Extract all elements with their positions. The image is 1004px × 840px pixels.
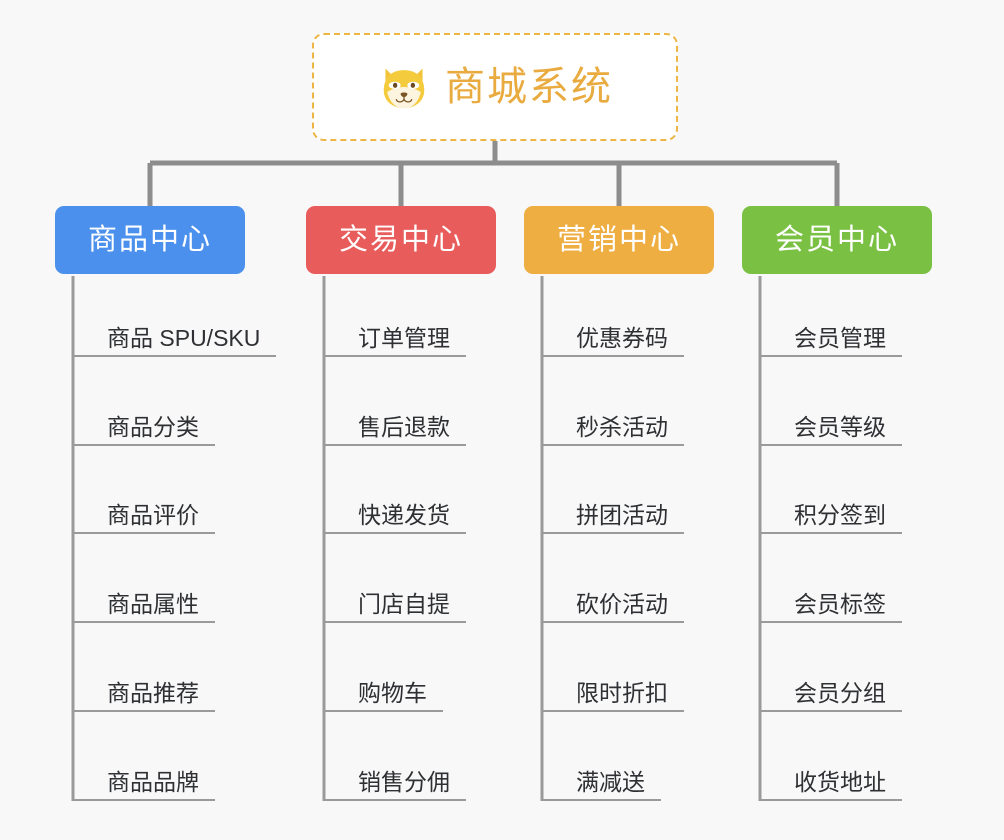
leaf-item-label: 门店自提 xyxy=(358,590,450,617)
leaf-item[interactable]: 售后退款 xyxy=(324,402,466,446)
leaf-item[interactable]: 会员等级 xyxy=(760,402,902,446)
leaf-item[interactable]: 商品评价 xyxy=(73,490,215,534)
column-trade-center: 交易中心订单管理售后退款快递发货门店自提购物车销售分佣 xyxy=(306,206,496,801)
column-member-center: 会员中心会员管理会员等级积分签到会员标签会员分组收货地址 xyxy=(742,206,932,801)
leaf-item-label: 会员标签 xyxy=(794,590,886,617)
leaf-item-label: 快递发货 xyxy=(358,501,450,528)
category-header-member-center[interactable]: 会员中心 xyxy=(742,206,932,274)
leaf-item-label: 秒杀活动 xyxy=(576,413,668,440)
leaf-item[interactable]: 门店自提 xyxy=(324,579,466,623)
leaf-item[interactable]: 订单管理 xyxy=(324,313,466,357)
leaf-item[interactable]: 快递发货 xyxy=(324,490,466,534)
leaf-item-label: 商品分类 xyxy=(107,413,199,440)
leaf-item[interactable]: 商品属性 xyxy=(73,579,215,623)
category-header-trade-center[interactable]: 交易中心 xyxy=(306,206,496,274)
leaf-item-label: 会员分组 xyxy=(794,679,886,706)
leaf-item[interactable]: 商品 SPU/SKU xyxy=(73,313,277,357)
leaf-item[interactable]: 销售分佣 xyxy=(324,757,466,801)
root-title: 商城系统 xyxy=(445,65,613,109)
leaf-item[interactable]: 限时折扣 xyxy=(542,668,684,712)
leaf-item[interactable]: 会员标签 xyxy=(760,579,902,623)
leaf-item-label: 满减送 xyxy=(576,768,645,795)
leaf-item-label: 售后退款 xyxy=(358,413,450,440)
leaf-item-label: 商品 SPU/SKU xyxy=(107,324,261,351)
leaf-item-label: 积分签到 xyxy=(794,501,886,528)
leaf-item-label: 会员等级 xyxy=(794,413,886,440)
leaf-item[interactable]: 优惠券码 xyxy=(542,313,684,357)
leaf-item[interactable]: 会员管理 xyxy=(760,313,902,357)
category-header-product-center[interactable]: 商品中心 xyxy=(55,206,245,274)
shiba-dog-face-icon xyxy=(383,68,425,109)
leaf-item[interactable]: 积分签到 xyxy=(760,490,902,534)
leaf-item[interactable]: 拼团活动 xyxy=(542,490,684,534)
leaf-item-label: 商品属性 xyxy=(107,590,199,617)
leaf-item-label: 会员管理 xyxy=(794,324,886,351)
leaf-item[interactable]: 商品品牌 xyxy=(73,757,215,801)
leaf-item-label: 购物车 xyxy=(358,679,427,706)
root-node[interactable]: 商城系统 xyxy=(312,33,678,141)
leaf-item-label: 拼团活动 xyxy=(576,501,668,528)
leaf-item[interactable]: 购物车 xyxy=(324,668,443,712)
leaf-item[interactable]: 商品分类 xyxy=(73,402,215,446)
leaf-item-label: 商品推荐 xyxy=(107,679,199,706)
leaf-item[interactable]: 砍价活动 xyxy=(542,579,684,623)
leaf-item[interactable]: 满减送 xyxy=(542,757,661,801)
leaf-item[interactable]: 秒杀活动 xyxy=(542,402,684,446)
leaf-item-label: 限时折扣 xyxy=(576,679,668,706)
leaf-item-label: 商品品牌 xyxy=(107,768,199,795)
leaf-item-label: 订单管理 xyxy=(358,324,450,351)
leaf-item-label: 商品评价 xyxy=(107,501,199,528)
leaf-item[interactable]: 会员分组 xyxy=(760,668,902,712)
column-product-center: 商品中心商品 SPU/SKU 商品分类商品评价商品属性商品推荐商品品牌 xyxy=(55,206,277,801)
leaf-item-label: 砍价活动 xyxy=(576,590,668,617)
category-header-marketing-center[interactable]: 营销中心 xyxy=(524,206,714,274)
leaf-item-label: 优惠券码 xyxy=(576,324,668,351)
leaf-item-label: 销售分佣 xyxy=(358,768,450,795)
leaf-item[interactable]: 收货地址 xyxy=(760,757,902,801)
column-marketing-center: 营销中心优惠券码秒杀活动拼团活动砍价活动限时折扣满减送 xyxy=(524,206,714,801)
leaf-item[interactable]: 商品推荐 xyxy=(73,668,215,712)
leaf-item-label: 收货地址 xyxy=(794,768,886,795)
